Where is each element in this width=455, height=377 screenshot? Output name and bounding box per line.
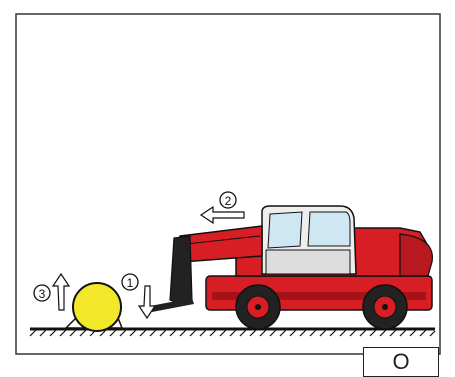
step-2-label: 2 [225, 194, 232, 208]
step-1-marker: 1 [121, 273, 139, 291]
indicator-box: O [363, 347, 439, 377]
figure-border [15, 13, 441, 355]
step-3-marker: 3 [33, 284, 51, 302]
step-1-label: 1 [127, 276, 134, 290]
arrow-left-icon [199, 205, 245, 225]
telehandler [150, 205, 433, 330]
ground [29, 327, 436, 337]
arrow-up-icon [51, 272, 71, 311]
arrow-down-icon [137, 285, 157, 320]
step-2-marker: 2 [219, 191, 237, 209]
round-bale [72, 282, 122, 332]
indicator-label: O [392, 349, 410, 374]
step-3-label: 3 [39, 287, 46, 301]
